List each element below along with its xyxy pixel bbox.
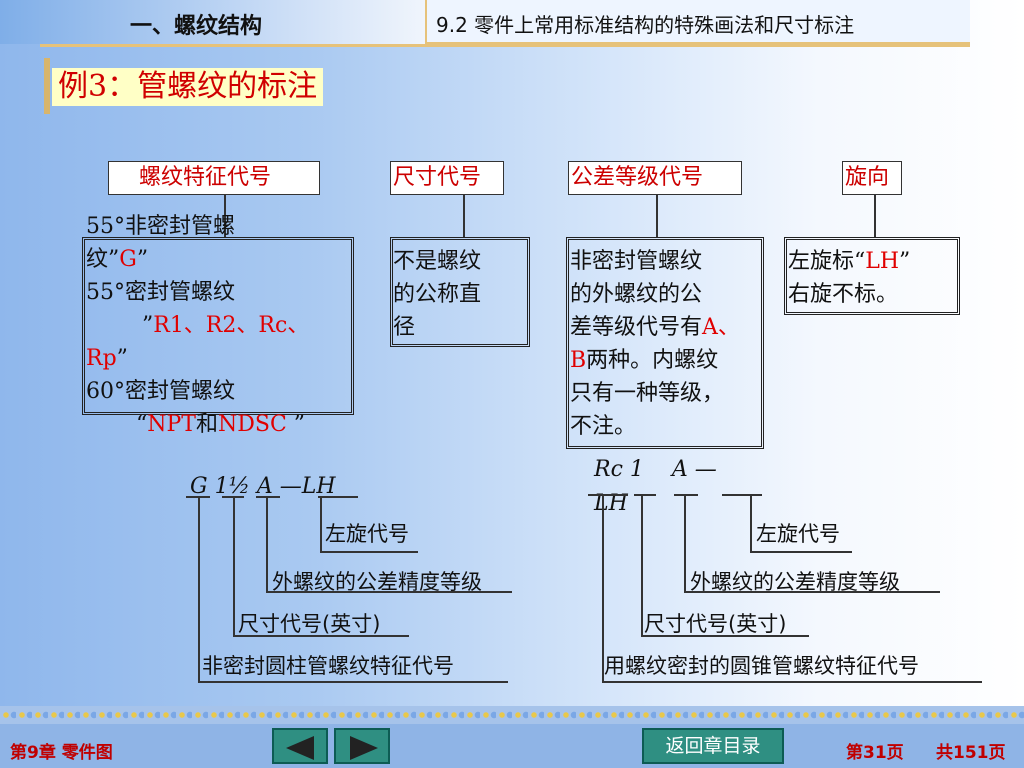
feature-code-box <box>82 237 354 415</box>
leader-line <box>684 494 686 592</box>
right-ann-tolerance: 外螺纹的公差精度等级 <box>690 570 900 594</box>
left-ann-size: 尺寸代号(英寸) <box>238 612 381 636</box>
leader-line <box>750 494 752 552</box>
direction-box-text: 左旋标“LH” 右旋不标。 <box>788 249 911 307</box>
tolerance-code-box <box>566 237 764 449</box>
example-title-marker <box>44 58 50 114</box>
left-notation: G 1½ A —LH <box>190 474 336 499</box>
right-arrow-icon <box>350 736 378 760</box>
leader-line <box>266 496 268 592</box>
leader-line <box>641 494 643 636</box>
header-divider <box>40 44 970 47</box>
underline <box>318 496 358 498</box>
tolerance-code-label: 公差等级代号 <box>568 161 742 195</box>
underline <box>674 494 698 496</box>
next-page-button[interactable] <box>334 728 390 764</box>
connector-line <box>874 195 876 237</box>
right-notation-line2: LH <box>594 491 628 516</box>
direction-label: 旋向 <box>842 161 902 195</box>
leader-line <box>684 591 940 593</box>
underline <box>634 494 656 496</box>
connector-line <box>224 195 226 237</box>
size-box-text: 不是螺纹 的公称直 径 <box>393 249 482 340</box>
decorative-strip <box>0 706 1024 724</box>
direction-box <box>784 237 960 315</box>
leader-line <box>233 635 409 637</box>
leader-line <box>641 635 809 637</box>
leader-line <box>233 496 235 636</box>
header-left-panel <box>0 0 425 44</box>
left-ann-tolerance: 外螺纹的公差精度等级 <box>272 570 482 594</box>
tolerance-box-text: 非密封管螺纹 的外螺纹的公 差等级代号有A、 B两种。内螺纹 只有一种等级， 不… <box>570 249 740 439</box>
header-right-panel <box>425 0 970 44</box>
underline <box>256 496 280 498</box>
leader-line <box>198 496 200 682</box>
underline <box>588 494 628 496</box>
right-notation-line1: Rc 1 A — <box>594 457 717 482</box>
leader-line <box>266 591 512 593</box>
size-code-box <box>390 237 530 347</box>
chapter-title: 9.2 零件上常用标准结构的特殊画法和尺寸标注 <box>436 13 855 37</box>
leader-line <box>602 494 604 682</box>
return-to-chapter-button[interactable]: 返回章目录 <box>642 728 784 764</box>
left-arrow-icon <box>286 736 314 760</box>
page-number: 第31页 <box>846 743 904 763</box>
prev-page-button[interactable] <box>272 728 328 764</box>
right-ann-lh: 左旋代号 <box>756 522 840 546</box>
page-total: 共151页 <box>936 743 1006 763</box>
example-title: 例3：管螺纹的标注 <box>52 68 324 106</box>
leader-line <box>750 551 852 553</box>
connector-line <box>463 195 465 237</box>
leader-line <box>198 681 508 683</box>
left-ann-lh: 左旋代号 <box>325 522 409 546</box>
underline <box>722 494 762 496</box>
connector-line <box>656 195 658 237</box>
footer-bar <box>0 724 1024 768</box>
left-ann-feature: 非密封圆柱管螺纹特征代号 <box>202 654 454 678</box>
right-ann-size: 尺寸代号(英寸) <box>644 612 787 636</box>
leader-line <box>320 551 418 553</box>
footer-chapter: 第9章 零件图 <box>10 743 113 763</box>
section-title: 一、螺纹结构 <box>130 14 263 39</box>
leader-line <box>602 681 982 683</box>
feature-code-label: 螺纹特征代号 <box>108 161 320 195</box>
right-ann-feature: 用螺纹密封的圆锥管螺纹特征代号 <box>604 654 919 678</box>
size-code-label: 尺寸代号 <box>390 161 504 195</box>
leader-line <box>320 496 322 552</box>
feature-box-text: 55°非密封管螺 纹”G” 55°密封管螺纹 ”R1、R2、Rc、 Rp” 60… <box>86 214 310 437</box>
